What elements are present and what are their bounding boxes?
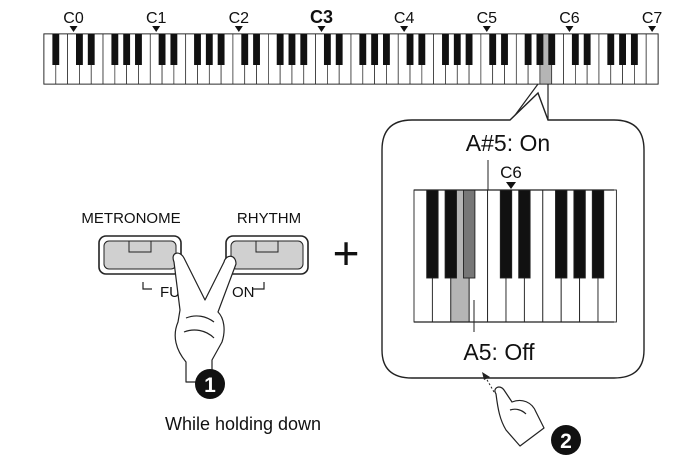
black-key (288, 34, 296, 65)
black-key (158, 34, 166, 65)
black-key (241, 34, 249, 65)
black-key (111, 34, 119, 65)
octave-marker (234, 26, 243, 32)
step-1-text: While holding down (165, 414, 321, 434)
octave-marker (152, 26, 161, 32)
function-panel: METRONOME RHYTHM FU ON + (81, 210, 359, 301)
black-key (418, 34, 426, 65)
press-arrow (485, 377, 495, 393)
black-key (52, 34, 60, 65)
zoom-black-key (499, 189, 513, 279)
octave-marker (648, 26, 657, 32)
rhythm-label: RHYTHM (237, 210, 301, 227)
octave-label: C2 (229, 10, 250, 27)
zoom-black-key (426, 189, 439, 279)
zoom-callout: A#5: On C6 A5: Off (381, 91, 645, 379)
function-label-left: FU (160, 284, 180, 301)
black-key (524, 34, 532, 65)
step-1-badge (195, 369, 225, 399)
hand-illustration (172, 252, 237, 383)
on-key-label: A#5: On (466, 130, 550, 156)
black-key (323, 34, 331, 65)
octave-marker (400, 26, 409, 32)
black-key (489, 34, 497, 65)
black-key (571, 34, 579, 65)
black-key (276, 34, 284, 65)
step-2-number: 2 (560, 430, 572, 453)
black-key (619, 34, 626, 65)
step-2: 2 (482, 372, 581, 455)
zoom-black-key (518, 189, 531, 279)
black-key (194, 34, 201, 65)
octave-label: C3 (310, 7, 333, 27)
rhythm-button[interactable] (225, 235, 309, 275)
black-key (630, 34, 638, 65)
black-key (453, 34, 461, 65)
zoom-black-key (555, 189, 568, 279)
step-1-number: 1 (204, 374, 216, 397)
black-key (217, 34, 225, 65)
a-sharp-5-key (463, 189, 476, 279)
plus-sign: + (333, 227, 360, 279)
function-bracket (142, 282, 265, 290)
metronome-label: METRONOME (81, 210, 180, 227)
octave-label: C4 (394, 10, 415, 27)
step-2-badge (551, 425, 581, 455)
black-key (442, 34, 449, 65)
zoom-c6-label: C6 (500, 163, 522, 182)
black-key (465, 34, 473, 65)
black-key (87, 34, 95, 65)
black-key (359, 34, 367, 65)
zoom-c6-marker (506, 182, 516, 189)
black-key (607, 34, 615, 65)
black-key (335, 34, 343, 65)
pressing-hand-illustration (494, 386, 545, 447)
black-key (383, 34, 390, 65)
black-key (501, 34, 508, 65)
octave-label: C5 (477, 10, 498, 27)
white-key (645, 33, 659, 85)
metronome-button[interactable] (98, 235, 182, 275)
zoom-keys (413, 189, 617, 323)
keyboard-keys (43, 33, 659, 85)
zoom-black-key (573, 189, 586, 279)
press-arrowhead (482, 372, 490, 380)
black-key (135, 34, 142, 65)
keyboard: C0 C1 C2 C3 C4 C5 C6 C7 (43, 7, 662, 85)
black-key (406, 34, 414, 65)
octave-labels: C0 C1 C2 C3 C4 C5 C6 C7 (63, 7, 662, 32)
octave-marker (565, 26, 574, 32)
octave-label: C7 (642, 10, 663, 27)
zoom-black-key (591, 189, 605, 279)
black-key (253, 34, 260, 65)
black-key (371, 34, 379, 65)
function-label-right: ON (232, 284, 255, 301)
octave-label: C6 (559, 10, 580, 27)
off-key-label: A5: Off (463, 339, 535, 365)
black-key (76, 34, 83, 65)
octave-label: C0 (63, 10, 84, 27)
black-key (123, 34, 131, 65)
black-key (583, 34, 591, 65)
black-key (170, 34, 178, 65)
black-key (205, 34, 213, 65)
step-1: 1 While holding down (165, 369, 321, 434)
octave-marker (69, 26, 78, 32)
black-key (548, 34, 556, 65)
octave-marker (317, 26, 326, 32)
zoom-black-key (444, 189, 457, 279)
black-key (536, 34, 544, 65)
octave-label: C1 (146, 10, 167, 27)
black-key (300, 34, 308, 65)
octave-marker (482, 26, 491, 32)
